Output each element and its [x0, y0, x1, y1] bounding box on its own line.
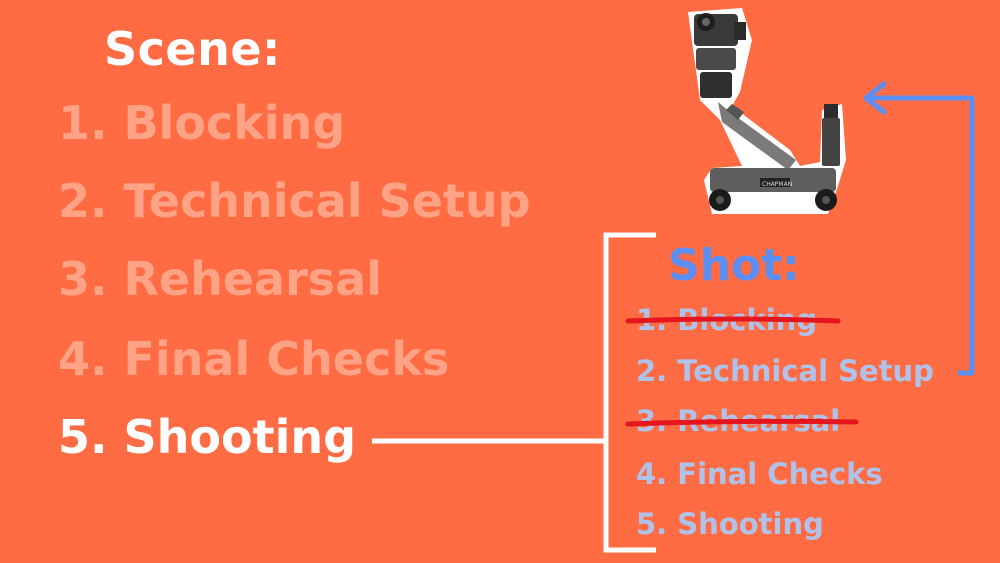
strike-blocking	[625, 316, 841, 324]
loop-arrow-head	[863, 81, 887, 115]
camera-dolly-icon: CHAPMAN	[688, 8, 846, 214]
loop-arrow-line	[868, 95, 975, 376]
scene-step-final-checks: 4. Final Checks	[58, 332, 450, 386]
shot-title: Shot:	[668, 240, 800, 291]
scene-step-technical-setup: 2. Technical Setup	[58, 174, 531, 228]
dolly-brand-label: CHAPMAN	[762, 181, 792, 188]
scene-step-rehearsal: 3. Rehearsal	[58, 252, 382, 306]
scene-title: Scene:	[104, 22, 281, 76]
scene-step-shooting: 5. Shooting	[58, 410, 357, 464]
shot-step-technical-setup: 2. Technical Setup	[636, 354, 934, 388]
shot-step-shooting: 5. Shooting	[636, 507, 824, 541]
scene-step-blocking: 1. Blocking	[58, 96, 346, 150]
shot-bracket	[603, 232, 656, 553]
strike-rehearsal	[625, 418, 859, 427]
shot-step-final-checks: 4. Final Checks	[636, 457, 883, 491]
